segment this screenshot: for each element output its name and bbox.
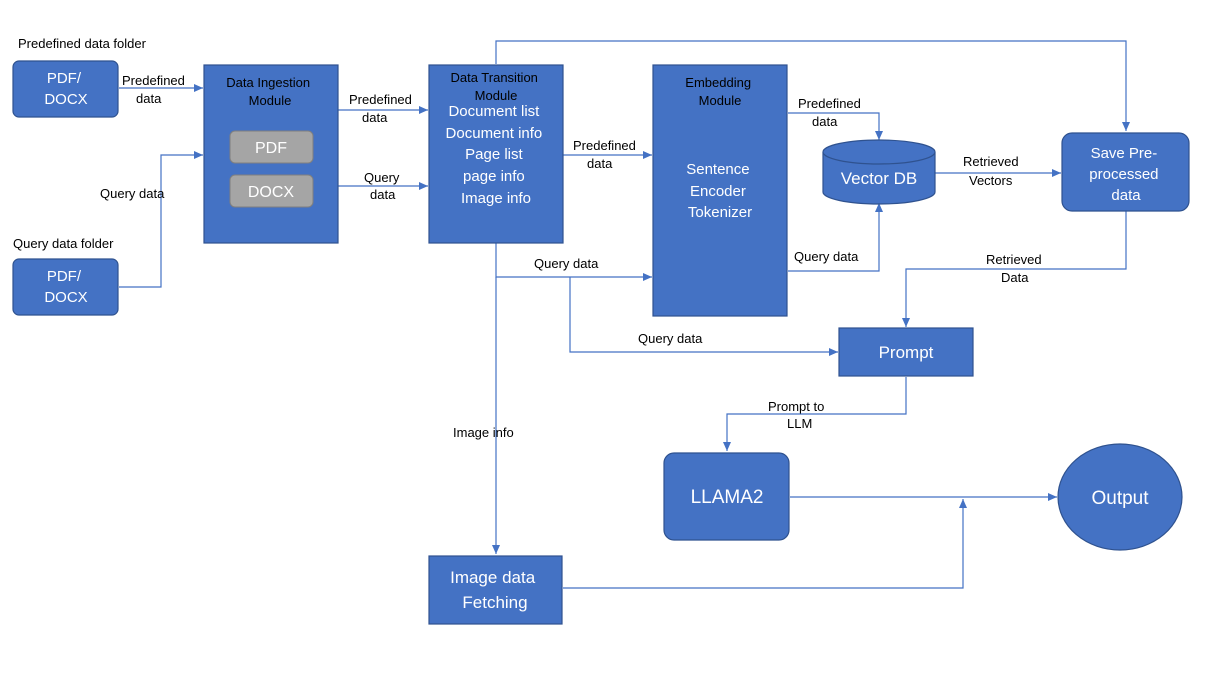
ingestion-docx-chip bbox=[229, 174, 314, 208]
vector-db-node[interactable]: Vector DB bbox=[822, 139, 936, 205]
data-transition-contents: Document list Document info Page list pa… bbox=[446, 103, 547, 207]
vector-db-cylinder-body bbox=[822, 152, 936, 205]
edge-label-predefined-data-3: Predefined data bbox=[573, 138, 640, 171]
arrow-embedding-to-vectordb-predefined bbox=[788, 112, 883, 140]
edge-label-predefined-data-4: Predefined data bbox=[798, 96, 865, 129]
save-preprocessed-label: Save Pre- processed data bbox=[1089, 145, 1162, 204]
edge-label-retrieved-data: Retrieved Data bbox=[986, 252, 1045, 285]
arrow-save-to-prompt bbox=[902, 211, 1127, 327]
data-transition-module[interactable]: Data Transition Module Document list Doc… bbox=[428, 64, 564, 244]
edge-label-prompt-to-llm: Prompt to LLM bbox=[768, 399, 828, 431]
predefined-folder-box bbox=[12, 60, 119, 118]
query-folder-title: Query data folder bbox=[13, 236, 114, 251]
edge-label-query-data-3: Query data bbox=[794, 249, 859, 264]
edge-label-retrieved-vectors: Retrieved Vectors bbox=[963, 154, 1022, 188]
ingestion-docx-label: DOCX bbox=[248, 184, 295, 201]
embedding-box bbox=[652, 64, 788, 317]
vector-db-cylinder-top bbox=[822, 139, 936, 165]
arrow-image-fetch-to-output bbox=[563, 499, 967, 589]
llama2-box bbox=[663, 452, 790, 541]
edge-label-image-info: Image info bbox=[453, 425, 514, 440]
query-folder-node[interactable]: PDF/ DOCX bbox=[12, 258, 119, 316]
edge-label-predefined-data-1: Predefined data bbox=[122, 73, 189, 106]
predefined-folder-title: Predefined data folder bbox=[18, 36, 147, 51]
edge-label-query-data-2: Query data bbox=[364, 170, 403, 202]
prompt-node[interactable]: Prompt bbox=[838, 327, 974, 377]
prompt-label: Prompt bbox=[879, 343, 934, 362]
query-folder-box bbox=[12, 258, 119, 316]
data-transition-title: Data Transition Module bbox=[450, 70, 541, 103]
edge-label-query-data-1: Query data bbox=[100, 186, 165, 201]
edge-label-query-data-4: Query data bbox=[534, 256, 599, 271]
llama2-node[interactable]: LLAMA2 bbox=[663, 452, 790, 541]
predefined-folder-label: PDF/ DOCX bbox=[44, 70, 87, 108]
edge-labels: Predefined data Query data Predefined da… bbox=[100, 73, 1045, 440]
arrow-embedding-to-vectordb-query bbox=[788, 203, 883, 272]
data-ingestion-title: Data Ingestion Module bbox=[226, 75, 313, 108]
llama2-label: LLAMA2 bbox=[691, 487, 764, 508]
save-preprocessed-box bbox=[1061, 132, 1190, 212]
embedding-contents: Sentence Encoder Tokenizer bbox=[686, 161, 754, 221]
arrow-transition-to-save bbox=[495, 40, 1130, 131]
embedding-module[interactable]: Embedding Module Sentence Encoder Tokeni… bbox=[652, 64, 788, 317]
arrow-query-to-prompt bbox=[569, 277, 838, 356]
output-circle bbox=[1057, 443, 1183, 551]
ingestion-pdf-label: PDF bbox=[255, 140, 287, 157]
vector-db-label: Vector DB bbox=[841, 169, 918, 188]
data-transition-box bbox=[428, 64, 564, 244]
output-label: Output bbox=[1091, 488, 1149, 509]
connectors bbox=[119, 40, 1130, 589]
image-fetching-label: Image data Fetching bbox=[450, 568, 540, 612]
arrow-query-folder-to-ingestion bbox=[119, 151, 203, 288]
data-ingestion-module[interactable]: Data Ingestion Module PDF DOCX bbox=[203, 64, 339, 244]
output-node[interactable]: Output bbox=[1057, 443, 1183, 551]
prompt-box bbox=[838, 327, 974, 377]
embedding-title: Embedding Module bbox=[685, 75, 754, 108]
predefined-folder-node[interactable]: PDF/ DOCX bbox=[12, 60, 119, 118]
arrow-prompt-to-llama bbox=[723, 377, 907, 451]
ingestion-pdf-chip bbox=[229, 130, 314, 164]
edge-label-predefined-data-2: Predefined data bbox=[349, 92, 416, 125]
query-folder-label: PDF/ DOCX bbox=[44, 268, 87, 306]
image-fetching-node[interactable]: Image data Fetching bbox=[428, 555, 563, 625]
save-preprocessed-node[interactable]: Save Pre- processed data bbox=[1061, 132, 1190, 212]
image-fetching-box bbox=[428, 555, 563, 625]
edge-label-query-data-5: Query data bbox=[638, 331, 703, 346]
